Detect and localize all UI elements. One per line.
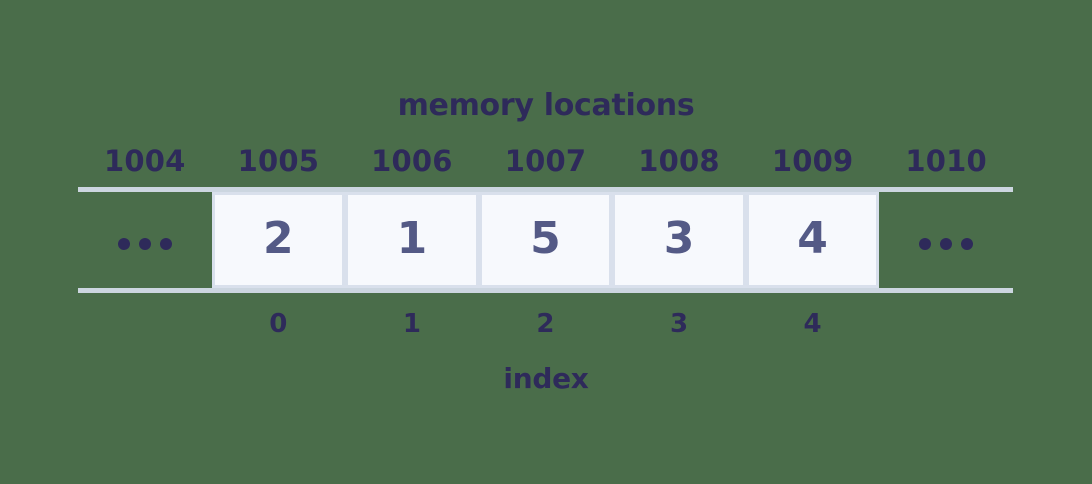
memory-address-label: 1004 bbox=[104, 144, 186, 178]
memory-row-top-rule bbox=[78, 187, 1013, 192]
memory-cell: 5 bbox=[478, 192, 613, 288]
cell-value: 5 bbox=[530, 213, 561, 264]
diagram-title: memory locations bbox=[397, 88, 695, 123]
diagram-caption: index bbox=[503, 362, 589, 395]
cell-value: 1 bbox=[396, 213, 428, 264]
index-label bbox=[78, 305, 212, 343]
memory-cell: 1 bbox=[345, 192, 479, 288]
index-label: 4 bbox=[803, 309, 822, 339]
memory-address-label: 1008 bbox=[638, 144, 720, 178]
index-label: 1 bbox=[402, 309, 421, 339]
memory-cell-ellipsis-left bbox=[78, 192, 212, 288]
memory-address-label: 1007 bbox=[504, 144, 587, 178]
memory-row-bottom-rule bbox=[78, 288, 1013, 293]
memory-cell: 4 bbox=[745, 192, 880, 288]
memory-address-label: 1010 bbox=[905, 144, 987, 178]
memory-address-row: 1004 1005 1006 1007 1008 1009 1010 bbox=[78, 140, 1013, 182]
memory-cell-row: 2 1 5 3 4 bbox=[78, 192, 1013, 288]
memory-cell-ellipsis-right bbox=[879, 192, 1013, 288]
cell-value: 4 bbox=[797, 213, 828, 264]
memory-cell: 3 bbox=[612, 192, 746, 288]
memory-cell: 2 bbox=[211, 192, 346, 288]
index-label: 3 bbox=[669, 309, 689, 339]
index-label: 0 bbox=[269, 309, 288, 339]
index-row: 0 1 2 3 4 bbox=[78, 305, 1013, 343]
memory-address-label: 1009 bbox=[771, 144, 854, 178]
cell-value: 3 bbox=[663, 213, 695, 264]
ellipsis-icon bbox=[919, 238, 974, 250]
index-label: 2 bbox=[536, 309, 555, 339]
memory-address-label: 1006 bbox=[371, 144, 453, 178]
cell-value: 2 bbox=[263, 213, 294, 264]
memory-address-label: 1005 bbox=[237, 144, 320, 178]
ellipsis-icon bbox=[117, 238, 172, 250]
index-label bbox=[879, 305, 1013, 343]
